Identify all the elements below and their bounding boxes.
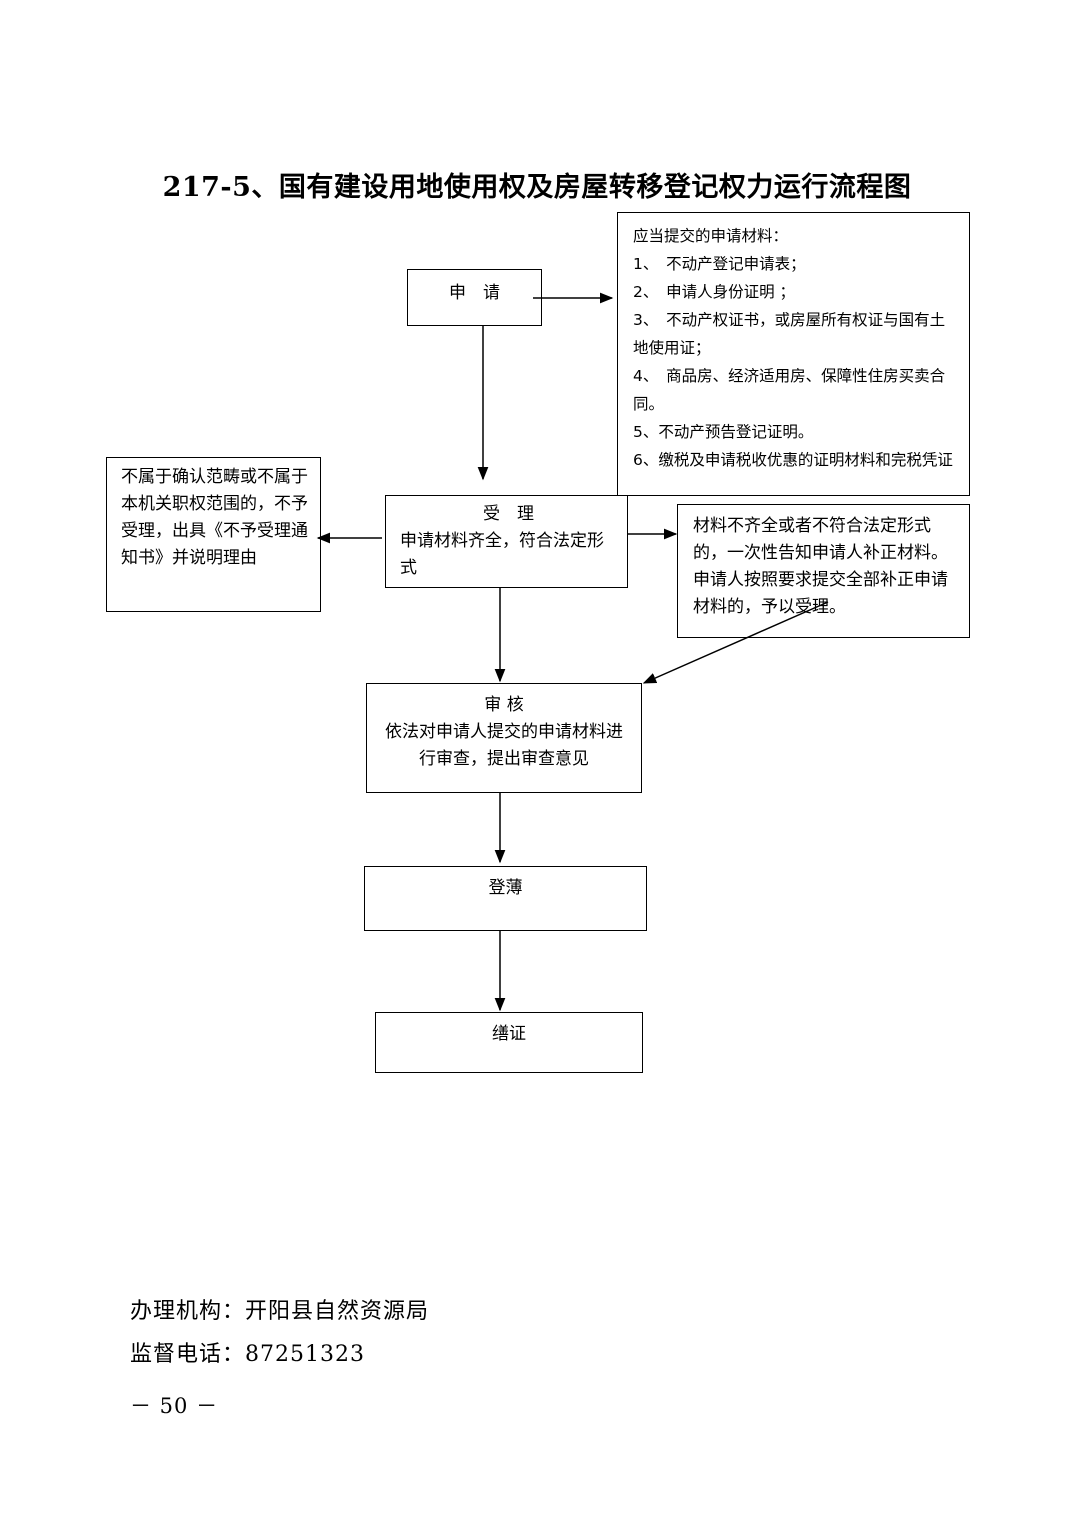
materials-box: 应当提交的申请材料： 1、 不动产登记申请表； 2、 申请人身份证明 ； 3、 … [617,212,970,496]
supplement-note-box: 材料不齐全或者不符合法定形式的，一次性告知申请人补正材料。申请人按照要求提交全部… [677,504,970,638]
agency-line: 办理机构：开阳县自然资源局 [130,1299,430,1324]
accept-body: 申请材料齐全，符合法定形式 [400,531,604,578]
materials-item: 2、 申请人身份证明 ； [633,283,796,301]
phone-line: 监督电话：87251323 [130,1342,365,1367]
review-body: 依法对申请人提交的申请材料进行审查，提出审查意见 [385,722,623,769]
supplement-note-text: 材料不齐全或者不符合法定形式的，一次性告知申请人补正材料。申请人按照要求提交全部… [693,516,948,617]
issue-box: 缮证 [375,1012,643,1073]
page-number: － 50 － [130,1394,219,1418]
materials-item: 1、 不动产登记申请表； [633,255,806,273]
reject-note-box: 不属于确认范畴或不属于本机关职权范围的，不予受理，出具《不予受理通知书》并说明理… [106,457,321,612]
materials-heading: 应当提交的申请材料： [633,227,789,245]
register-label: 登薄 [488,878,523,898]
materials-item: 3、 不动产权证书，或房屋所有权证与国有土地使用证； [633,311,946,357]
page-title: 217-5、国有建设用地使用权及房屋转移登记权力运行流程图 [162,172,912,203]
issue-label: 缮证 [492,1024,526,1044]
register-box: 登薄 [364,866,647,931]
apply-box: 申 请 [407,269,542,326]
accept-title: 受 理 [483,504,534,524]
materials-item: 6、缴税及申请税收优惠的证明材料和完税凭证 [633,451,953,469]
accept-box: 受 理 申请材料齐全，符合法定形式 [385,495,628,588]
review-box: 审 核 依法对申请人提交的申请材料进行审查，提出审查意见 [366,683,642,793]
apply-label: 申 请 [449,283,500,303]
arrow-supplement-to-review [642,601,829,684]
review-title: 审 核 [484,695,524,715]
materials-item: 5、不动产预告登记证明。 [633,423,814,441]
reject-note-text: 不属于确认范畴或不属于本机关职权范围的，不予受理，出具《不予受理通知书》并说明理… [121,467,308,568]
materials-item: 4、 商品房、经济适用房、保障性住房买卖合同。 [633,367,946,413]
